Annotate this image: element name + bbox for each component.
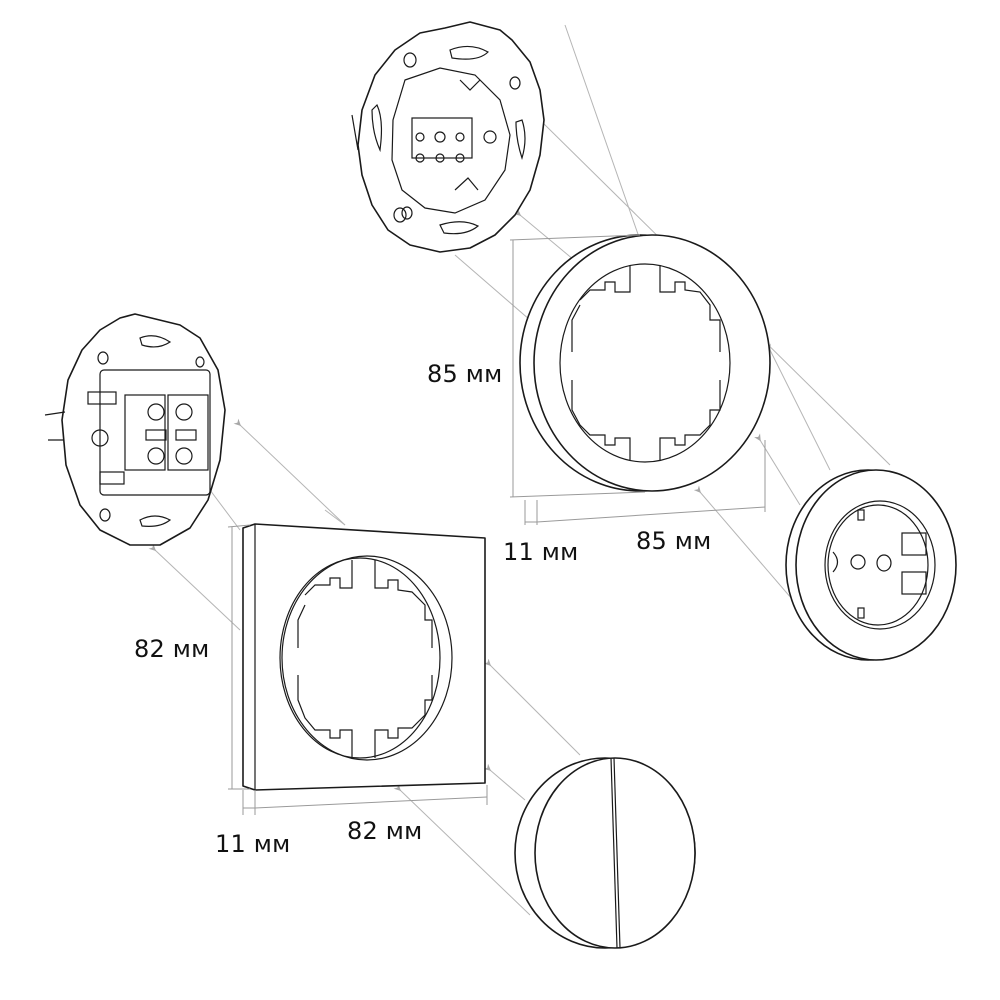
screw-icon — [483, 130, 497, 144]
round-frame-width-label: 85 мм — [636, 527, 712, 555]
round-frame-depth-label: 11 мм — [503, 538, 579, 566]
socket-cover — [785, 469, 957, 661]
round-frame — [519, 234, 771, 492]
round-frame-height-label: 85 мм — [427, 360, 503, 388]
screw-icon — [91, 429, 109, 447]
square-frame-depth-label: 11 мм — [215, 830, 291, 858]
dimension-lines — [227, 234, 766, 815]
screw-icon — [850, 554, 866, 570]
socket-mechanism-round — [351, 21, 545, 253]
square-frame-height-label: 82 мм — [134, 635, 210, 663]
guide-lines-square — [148, 418, 581, 916]
switch-mechanism — [44, 313, 226, 546]
square-frame-width-label: 82 мм — [347, 817, 423, 845]
square-frame — [242, 523, 486, 791]
mount-hole-icon — [403, 52, 417, 68]
two-gang-switch-key — [514, 757, 696, 949]
